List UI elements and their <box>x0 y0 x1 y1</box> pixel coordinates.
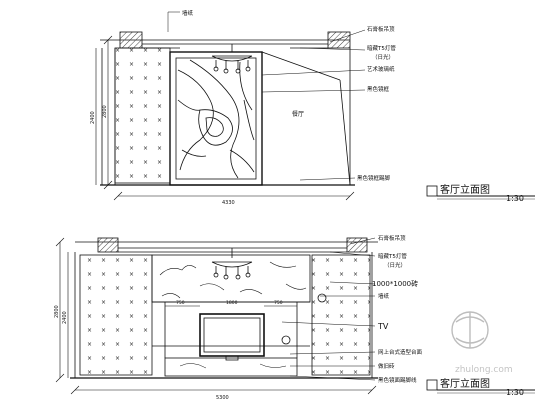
bottom-dim-d1: 750 <box>176 300 185 306</box>
top-elevation <box>95 11 366 201</box>
tv-screen <box>199 313 265 357</box>
watermark-logo-icon <box>451 311 489 349</box>
bottom-title-block <box>426 379 535 394</box>
top-scale: 1:30 <box>506 194 524 203</box>
top-dim-width: 4330 <box>222 200 235 206</box>
bottom-dim-lines <box>55 237 377 395</box>
bottom-bulkhead-right <box>346 237 368 253</box>
top-label-room: 餐厅 <box>292 110 304 118</box>
bottom-dim-d2: 1800 <box>226 300 238 306</box>
top-label-frame: 黑色镜框 <box>367 85 390 93</box>
bottom-label-wall: 墙纸 <box>378 292 390 300</box>
top-chandelier-icon <box>211 44 253 74</box>
bottom-title: 客厅立面图 <box>440 377 490 390</box>
bottom-bulkhead-left <box>97 237 119 253</box>
bottom-right-wall-pattern <box>311 254 371 376</box>
top-bulkhead-left <box>119 31 143 49</box>
bottom-label-floor: 做旧砖 <box>378 362 395 370</box>
top-label-wall: 墙纸 <box>182 9 194 17</box>
watermark-text: zhulong.com <box>455 365 513 375</box>
speaker-circle <box>281 335 291 345</box>
bottom-label-cabinet: 网上台式造型台面 <box>378 348 423 356</box>
top-label-art-glass: 艺术玻璃纸 <box>367 65 395 73</box>
top-label-ceiling: 石膏板吊顶 <box>367 25 395 33</box>
bottom-dim-side: 2400 <box>62 311 68 324</box>
bottom-chandelier-icon <box>211 248 253 280</box>
bottom-elevation <box>55 237 378 395</box>
top-dim-height: 2800 <box>102 105 108 118</box>
bottom-scale: 1:30 <box>506 388 524 397</box>
top-wood-grain <box>177 59 255 179</box>
wall-clock-circle <box>317 293 327 303</box>
top-wall-pattern <box>114 47 171 184</box>
top-dim-lines <box>95 35 355 201</box>
top-dim-side: 2400 <box>90 111 96 124</box>
top-label-light: 暗藏T5灯管 <box>367 44 396 52</box>
bottom-dim-d3: 750 <box>274 300 283 306</box>
top-label-light-note: （日光） <box>372 53 394 61</box>
bottom-label-tv: TV <box>377 322 389 331</box>
top-bulkhead-right <box>327 31 351 49</box>
bottom-label-light-note: （日光） <box>384 261 406 269</box>
bottom-dim-height: 2800 <box>54 305 60 318</box>
bottom-label-base: 黑色镜面踢脚线 <box>378 376 417 384</box>
tv-cabinet <box>164 357 298 377</box>
bottom-label-tile: 1000*1000砖 <box>372 279 418 288</box>
top-title-block <box>426 185 535 200</box>
bottom-leaders <box>281 237 376 381</box>
bottom-dim-width: 5300 <box>216 395 229 401</box>
bottom-label-light: 暗藏T5灯管 <box>378 252 407 260</box>
bottom-label-ceiling: 石膏板吊顶 <box>378 234 406 242</box>
bottom-marble-veins <box>159 261 307 299</box>
bottom-left-wall-pattern <box>79 254 153 376</box>
top-title: 客厅立面图 <box>440 183 490 196</box>
top-leaders <box>167 11 366 181</box>
top-label-base: 黑色镜框踢脚 <box>357 174 391 182</box>
